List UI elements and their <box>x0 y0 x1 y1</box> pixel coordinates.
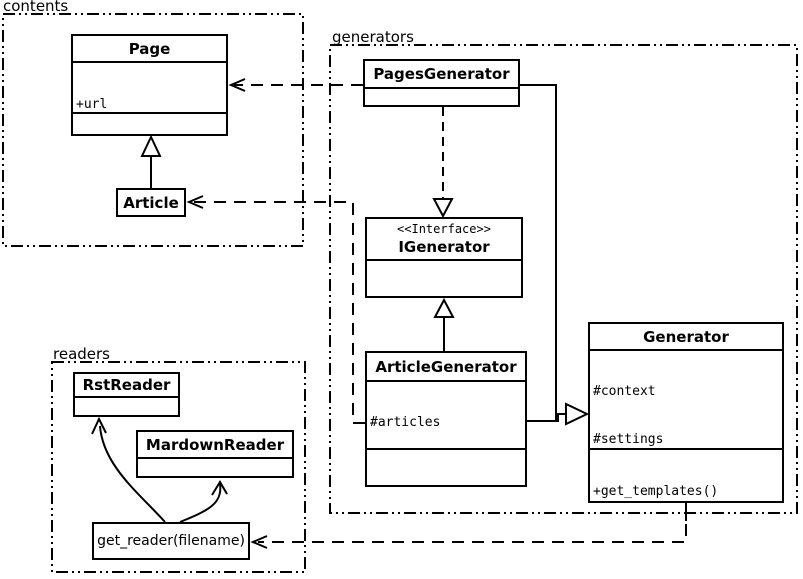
class-box-page: Page +url +slug +summary +check_properti… <box>71 34 228 136</box>
arrow-getreader-to-mardownreader <box>179 480 228 523</box>
hollow-triangle-icon <box>565 402 590 426</box>
class-methods-articlegenerator: +generate_feeds() +generate_pages() <box>367 448 525 485</box>
package-label-readers: readers <box>53 345 110 363</box>
class-attrs-generator: #context #settings #path #theme #output_… <box>590 349 782 448</box>
class-title-igenerator: <<Interface>> IGenerator <box>367 219 521 259</box>
class-title-generator: Generator <box>643 327 729 346</box>
class-attrs-pagesgenerator: #pages <box>365 87 518 105</box>
hollow-triangle-icon <box>432 198 454 219</box>
class-title-articlegenerator: ArticleGenerator <box>375 357 517 376</box>
hollow-triangle-icon <box>140 134 162 157</box>
class-name-label: IGenerator <box>398 238 490 256</box>
method: +get_templates() <box>593 484 719 499</box>
attr: #articles <box>370 415 441 430</box>
dependency-articlegenerator-to-article <box>186 195 365 424</box>
method: +generate_feeds() <box>370 484 522 485</box>
inheritance-generators-to-generator <box>520 84 590 426</box>
class-methods-rstreader: +read() <box>75 396 178 415</box>
get-reader-label: get_reader(filename) <box>97 533 245 549</box>
stereotype-label: <<Interface>> <box>397 222 491 236</box>
class-methods-mardownreader: +read() <box>138 457 292 476</box>
class-methods-page: +check_properties() <box>73 112 226 134</box>
box-get-reader: get_reader(filename) <box>92 522 250 560</box>
class-title-mardownreader: MardownReader <box>145 435 285 454</box>
class-box-mardownreader: MardownReader +read() <box>136 430 294 478</box>
class-methods-generator: +get_templates() +get_files(path,exclude… <box>590 448 782 501</box>
class-box-generator: Generator #context #settings #path #them… <box>588 322 784 503</box>
class-methods-igenerator: +generate_context() +generate_output() <box>367 259 521 296</box>
class-title-article: Article <box>123 193 179 212</box>
class-title-rstreader: RstReader <box>82 376 171 394</box>
attr: #settings <box>593 432 664 447</box>
open-arrowhead-icon <box>250 535 268 549</box>
inheritance-articlegenerator-to-igenerator <box>433 297 455 351</box>
class-attrs-page: +url +slug +summary <box>73 61 226 112</box>
dependency-pagesgenerator-to-page <box>228 78 363 92</box>
open-arrowhead-icon <box>91 416 107 435</box>
open-arrowhead-icon <box>228 78 246 92</box>
hollow-triangle-icon <box>433 297 455 318</box>
package-label-generators: generators <box>332 28 414 46</box>
class-box-articlegenerator: ArticleGenerator #articles #dates #tags … <box>365 351 527 487</box>
class-title-page: Page <box>128 39 171 58</box>
class-box-pagesgenerator: PagesGenerator #pages <box>363 59 520 107</box>
realization-pagesgenerator-to-igenerator <box>432 107 454 219</box>
package-label-contents: contents <box>3 0 69 15</box>
open-arrowhead-icon <box>211 480 228 496</box>
inheritance-article-to-page <box>140 134 162 188</box>
class-box-article: Article <box>116 188 186 217</box>
class-box-rstreader: RstReader +read() <box>73 372 180 417</box>
attr: #context <box>593 384 656 399</box>
method: +generate_context() <box>370 295 519 296</box>
class-attrs-articlegenerator: #articles #dates #tags #categories <box>367 380 525 448</box>
dependency-generator-to-getreader <box>250 503 687 549</box>
open-arrowhead-icon <box>186 195 204 209</box>
class-box-igenerator: <<Interface>> IGenerator +generate_conte… <box>365 217 523 298</box>
class-title-pagesgenerator: PagesGenerator <box>373 65 510 83</box>
attr: +url <box>76 97 108 112</box>
